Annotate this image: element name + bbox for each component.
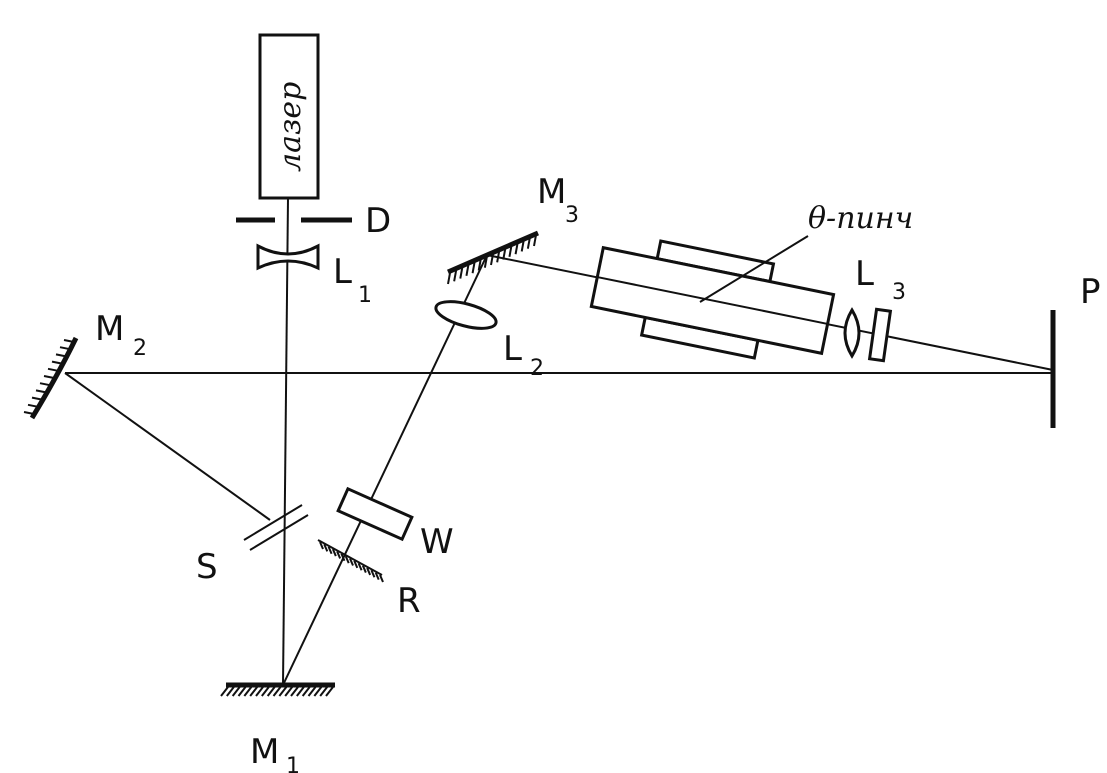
beam-laser-to-m1 [282,197,289,686]
beam-paths [64,197,1054,686]
label-r: R [397,581,421,621]
label-m1-sub: 1 [286,754,300,773]
label-w: W [420,522,454,562]
label-m3-sub: 3 [565,203,579,228]
label-l2: L [503,329,522,369]
window-w: W [336,486,454,562]
beam-m2-to-s [64,372,271,521]
beam-splitter-s: S [196,504,309,587]
label-m2-sub: 2 [133,336,147,361]
lens-l2: L 2 [434,300,544,381]
label-m3: M [537,172,566,212]
beam-m1-to-m3 [282,254,488,686]
label-l1-sub: 1 [358,283,372,308]
theta-pinch-chamber [589,239,836,360]
label-p: P [1080,272,1101,312]
label-l1: L [333,252,352,292]
label-l3: L [855,254,874,294]
label-d: D [365,201,391,241]
label-m1: M [250,732,279,772]
lens-l3: L 3 [843,254,906,363]
label-theta-pinch: θ-пинч [808,201,913,236]
label-l3-sub: 3 [892,280,906,305]
mirror-m3: M 3 [447,172,579,285]
screen-p: P [1050,272,1101,428]
laser-label: лазер [273,82,308,172]
mirror-m1: M 1 [220,682,335,773]
diaphragm-d: D [236,201,391,241]
laser-source: лазер [258,33,320,200]
lens-l1: L 1 [256,243,372,308]
theta-pinch-leader [699,235,809,303]
label-s: S [196,547,218,587]
grating-r: R [317,539,421,621]
label-l2-sub: 2 [530,356,544,381]
label-m2: M [95,309,124,349]
mirror-m2: M 2 [23,309,147,420]
